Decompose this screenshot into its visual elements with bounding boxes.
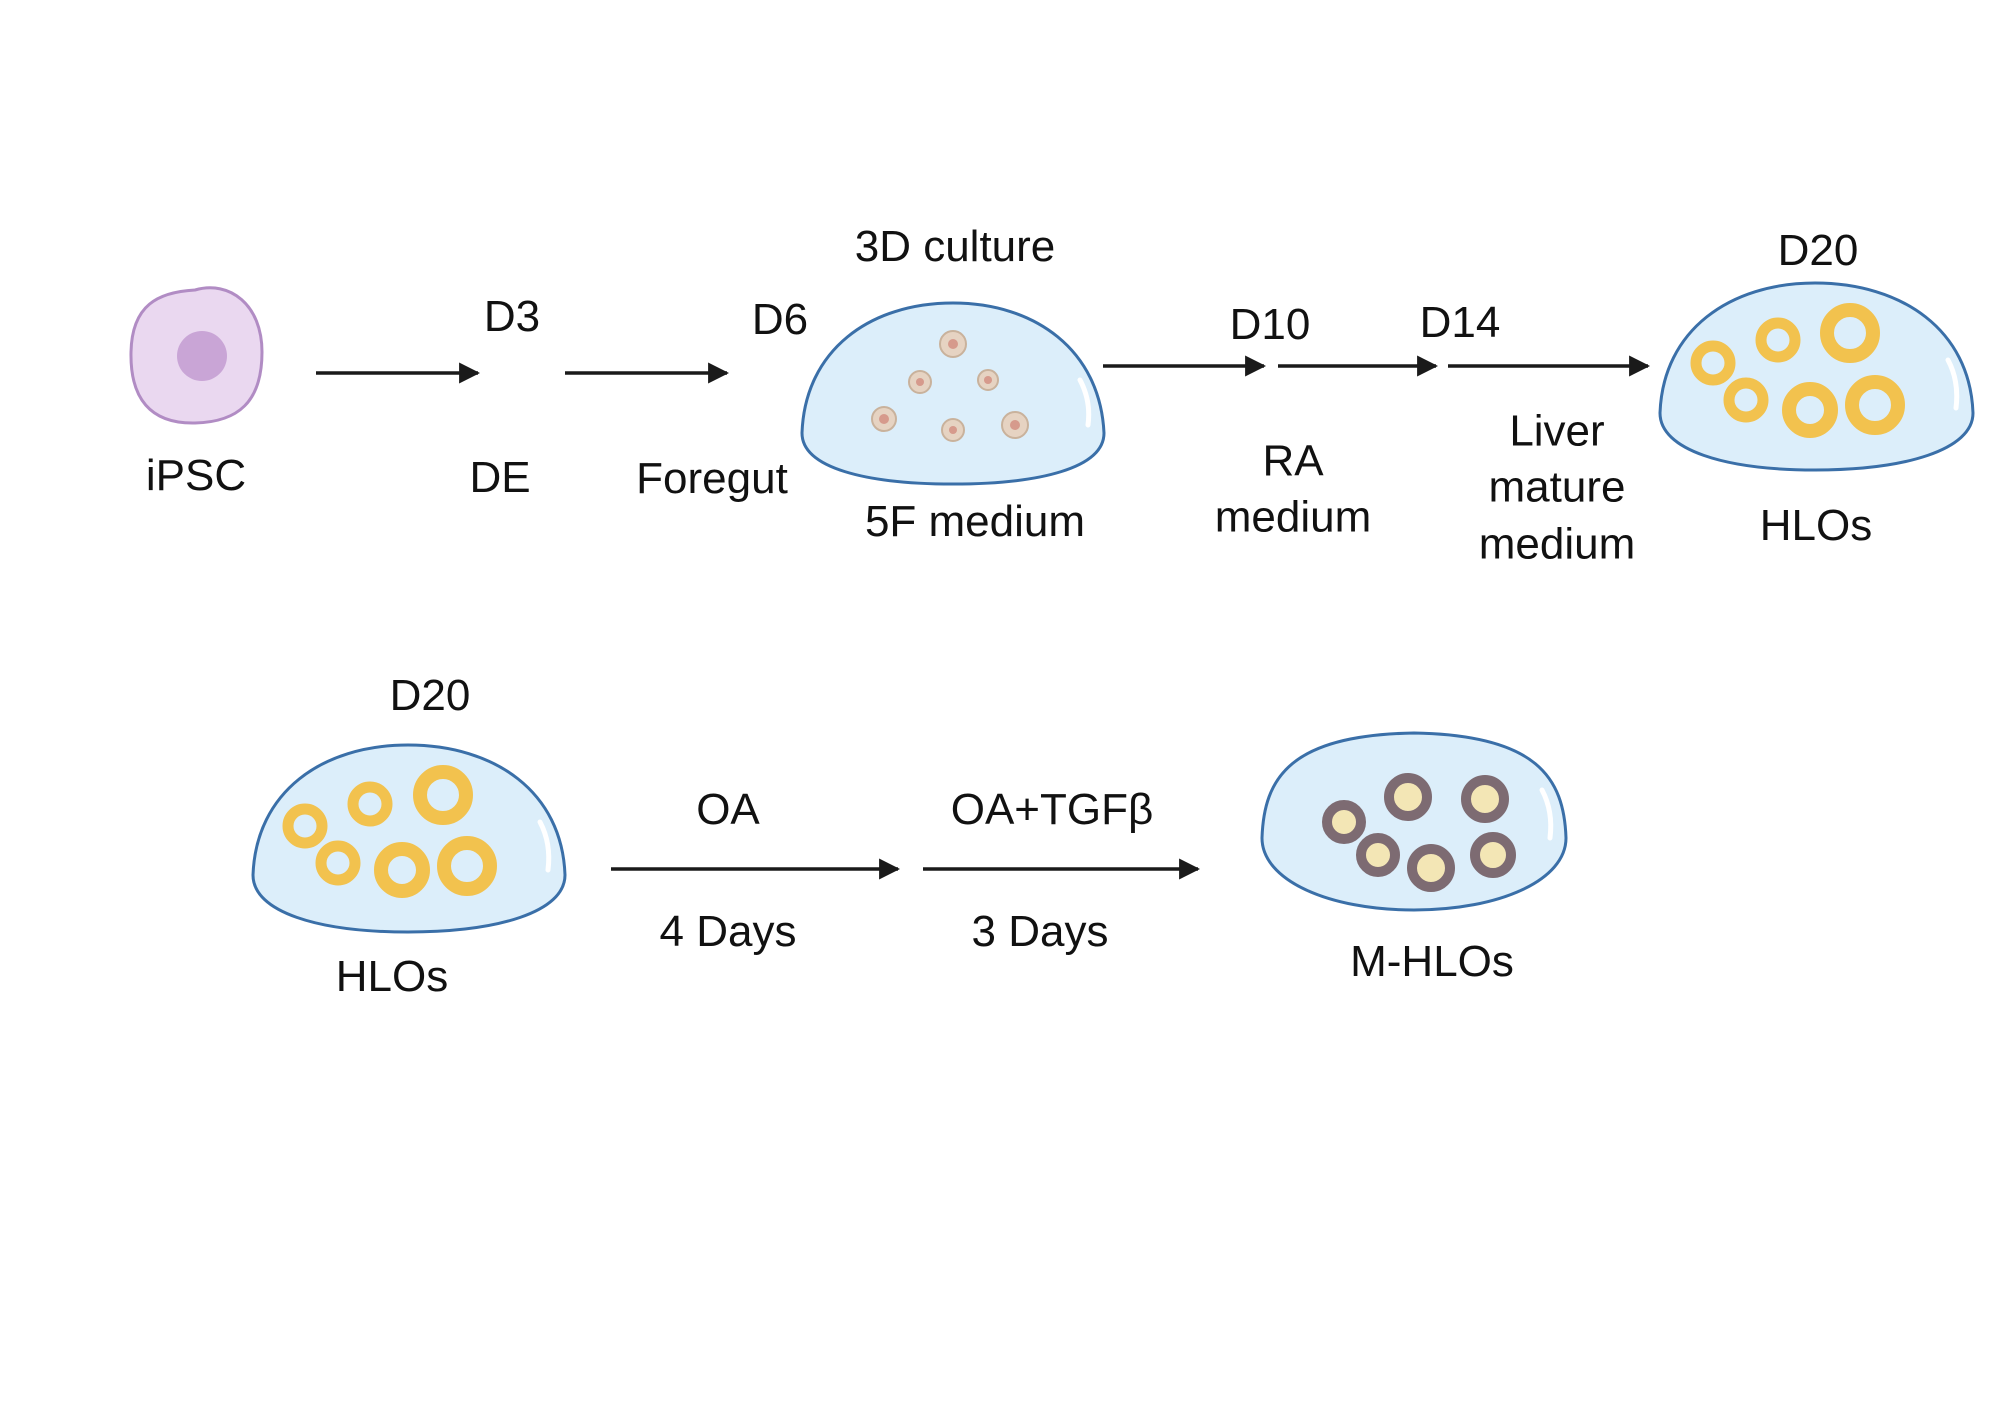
ra-medium-label: RA medium	[1214, 436, 1372, 542]
d14-label: D14	[1419, 297, 1501, 347]
d3-label: D3	[483, 291, 541, 341]
hlos-label-row1: HLOs	[1759, 500, 1873, 550]
ipsc-label: iPSC	[145, 450, 247, 500]
5f-medium-label: 5F medium	[864, 496, 1086, 546]
foregut-label: Foregut	[636, 453, 788, 503]
d6-label: D6	[751, 294, 809, 344]
spheroid-icon	[871, 330, 1029, 442]
d20-label-row1: D20	[1777, 225, 1859, 275]
organoid-icon	[1690, 303, 1905, 438]
de-label: DE	[469, 452, 531, 502]
d20-label-row2: D20	[389, 670, 471, 720]
four-days-label: 4 Days	[659, 906, 797, 956]
hlos-label-row2: HLOs	[335, 951, 449, 1001]
3d-culture-label: 3D culture	[854, 221, 1056, 271]
liver-mature-medium-label: Liver mature medium	[1478, 406, 1636, 569]
three-days-label: 3 Days	[971, 906, 1109, 956]
matrigel-dome-hlos-row2	[251, 743, 567, 934]
oa-label: OA	[696, 784, 760, 834]
organoid-icon	[282, 765, 497, 898]
ipsc-cell-icon	[129, 286, 264, 425]
nucleus-icon	[177, 331, 227, 381]
fibrotic-organoid-icon	[1322, 773, 1516, 892]
matrigel-dome-hlos-row1	[1658, 281, 1975, 472]
matrigel-dome-m-hlos	[1260, 731, 1568, 912]
m-hlos-label: M-HLOs	[1350, 936, 1514, 986]
d10-label: D10	[1229, 299, 1311, 349]
matrigel-dome-3d-culture	[800, 301, 1106, 486]
oa-tgfb-label: OA+TGFβ	[950, 784, 1154, 834]
